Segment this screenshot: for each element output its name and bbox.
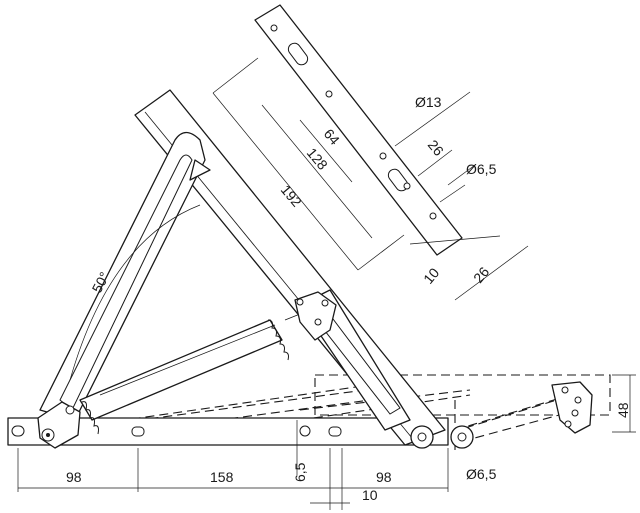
left-slotted-arm [39, 131, 211, 421]
dimension-lines [17, 57, 636, 510]
top-bracket [294, 291, 337, 341]
dim-26-top: 26 [425, 137, 447, 159]
dim-6-5-vertical: 6,5 [292, 462, 308, 482]
base-plate [7, 417, 449, 446]
dim-128: 128 [304, 145, 331, 173]
dim-10-right: 10 [420, 265, 442, 287]
right-pivot [410, 425, 474, 449]
dim-48: 48 [615, 402, 631, 418]
dim-192: 192 [278, 182, 305, 210]
dim-98-right: 98 [376, 469, 392, 485]
dim-10-bottom: 10 [362, 487, 378, 503]
dim-dia-6-5-bottom: Ø6,5 [466, 466, 497, 482]
dim-dia-6-5-top: Ø6,5 [466, 161, 497, 177]
dim-26-right: 26 [470, 264, 492, 286]
closed-bracket [551, 381, 593, 434]
left-pivot [37, 401, 81, 449]
gas-spring [79, 309, 311, 435]
dim-158: 158 [210, 469, 234, 485]
dim-dia-13: Ø13 [415, 94, 442, 110]
dim-98-left: 98 [66, 469, 82, 485]
fitting-strip [254, 4, 463, 256]
